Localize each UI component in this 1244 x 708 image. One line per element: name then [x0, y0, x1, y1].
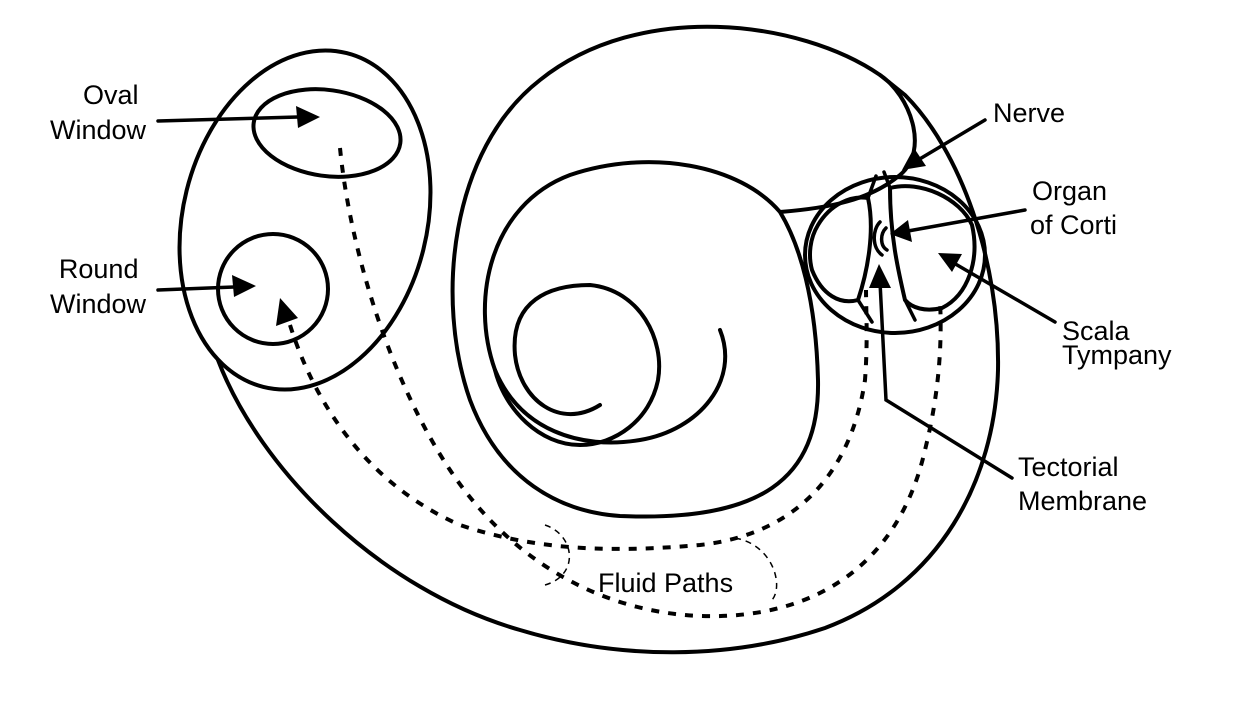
organ-of-corti-arrowhead [890, 220, 912, 242]
oval-window-arrowhead [296, 106, 320, 128]
fluid-paths-callout-outline [544, 524, 778, 603]
round-window-fluid-arrowhead [276, 298, 298, 326]
organ-of-corti-label: Organ of Corti [1030, 176, 1117, 240]
organ-of-corti-pointer [906, 208, 1027, 233]
round-window-pointer [156, 285, 236, 292]
fluid-path-outer [338, 147, 943, 619]
oval-window-label: Oval Window [50, 80, 147, 145]
basilar-lines [856, 170, 917, 324]
oval-window-shape [251, 87, 403, 179]
scala-tympani-chamber [888, 184, 977, 312]
tectorial-membrane-arrowhead [869, 264, 891, 288]
fluid-paths-label: Fluid Paths [598, 568, 733, 598]
scala-tympany-pointer [950, 260, 1057, 324]
organ-of-corti-shape [872, 220, 889, 257]
vestibule-outline [177, 48, 433, 392]
scala-tympany-arrowhead [938, 253, 962, 272]
oval-window-pointer [156, 115, 300, 123]
tectorial-membrane-pointer [878, 280, 1014, 480]
round-window-arrowhead [232, 275, 256, 297]
inner-spiral [493, 283, 662, 447]
cochlea-outer-outline [216, 73, 1001, 655]
cross-section-outline [803, 175, 987, 335]
scala-tympany-label: Scala Tympany [1062, 316, 1172, 370]
nerve-pointer [916, 118, 987, 162]
nerve-label: Nerve [993, 98, 1065, 128]
fluid-path-inner [288, 289, 869, 551]
round-window-label: Round Window [50, 254, 147, 319]
nerve-arrowhead [902, 148, 926, 170]
tectorial-membrane-label: Tectorial Membrane [1018, 452, 1147, 516]
